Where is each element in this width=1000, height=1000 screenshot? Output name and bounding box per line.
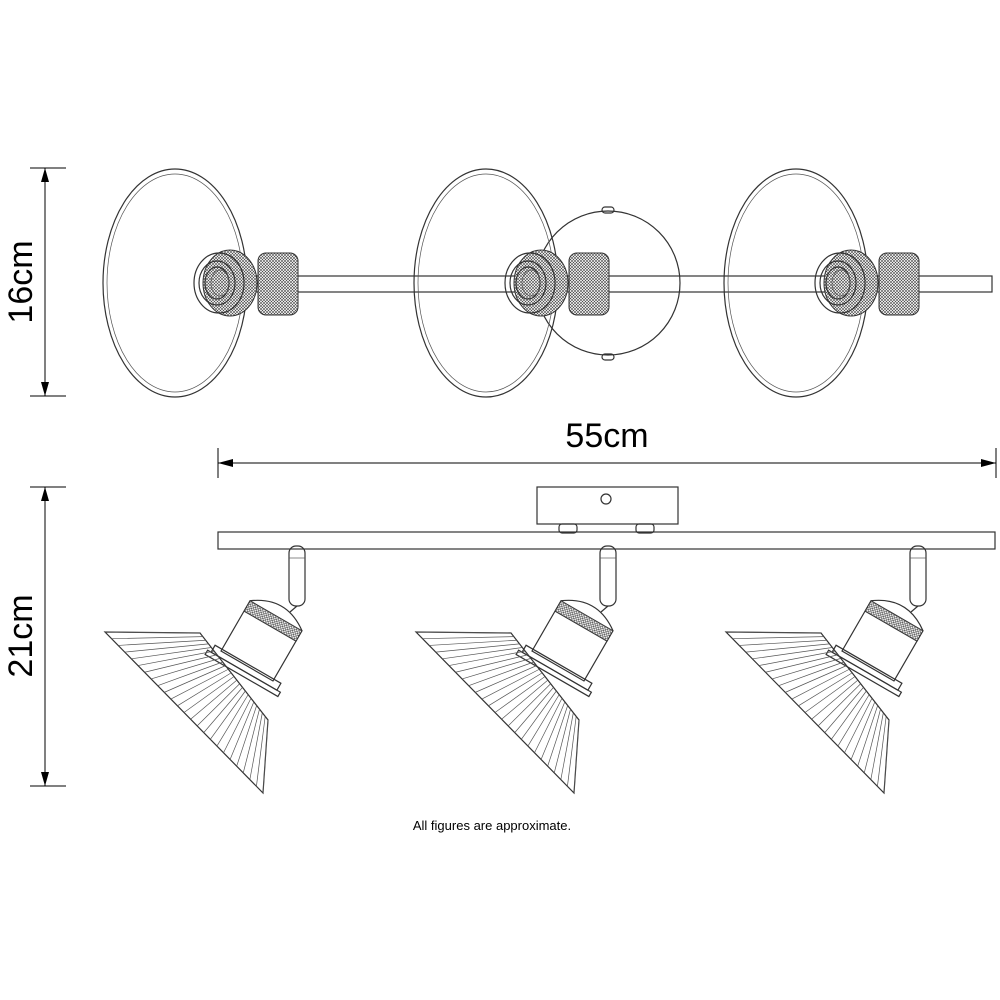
dimension-label-16cm: 16cm (2, 240, 40, 323)
side-lamp-1 (104, 545, 319, 794)
ceiling-box (536, 486, 679, 525)
side-lamp-3 (725, 545, 940, 794)
plate-screw (601, 206, 615, 214)
box-foot (635, 523, 655, 534)
top-view (102, 168, 993, 398)
dimension-width: 55cm (217, 417, 997, 478)
dimension-label-21cm: 21cm (2, 594, 40, 677)
box-screw (600, 493, 612, 505)
top-lamp-2 (413, 168, 610, 398)
dimension-label-55cm: 55cm (565, 417, 648, 455)
side-view (104, 486, 996, 794)
plate-screw (601, 353, 615, 361)
approximate-note: All figures are approximate. (413, 818, 571, 833)
dimension-height-side: 21cm (2, 486, 66, 787)
top-lamp-3 (723, 168, 920, 398)
side-lamps (104, 545, 940, 794)
top-lamp-1 (102, 168, 299, 398)
box-foot (558, 523, 578, 534)
side-bar (217, 531, 996, 550)
dimension-height-top: 16cm (2, 167, 66, 397)
side-lamp-2 (415, 545, 630, 794)
top-lamps (102, 168, 920, 398)
